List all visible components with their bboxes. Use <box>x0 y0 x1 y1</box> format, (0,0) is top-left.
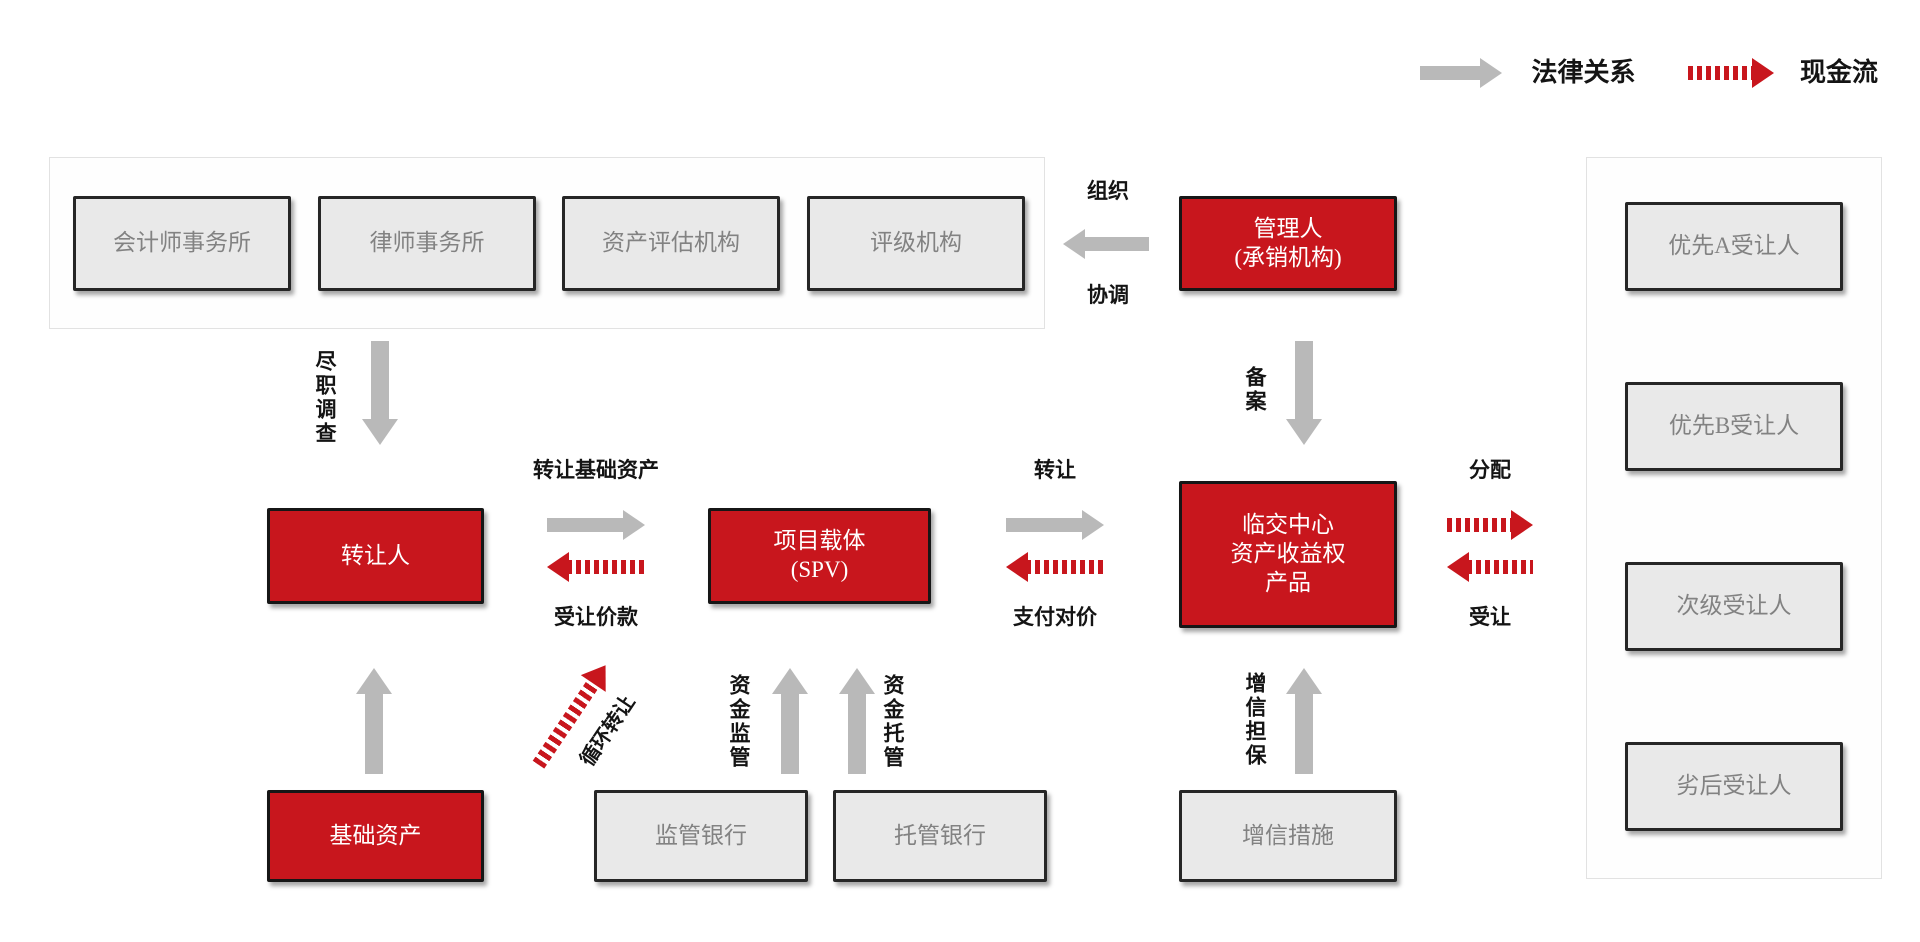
transfer-label: 转让 <box>1034 458 1076 482</box>
arrow-shaft <box>567 560 645 574</box>
accept-transfer-arrow <box>1447 552 1533 582</box>
valuation-agency-box: 资产评估机构 <box>562 196 780 291</box>
arrow-head <box>623 510 645 540</box>
spv-box: 项目载体 (SPV) <box>708 508 931 604</box>
credit-guarantee-arrow <box>1286 668 1322 774</box>
coordinate-label: 协调 <box>1087 283 1129 307</box>
accounting-firm-box: 会计师事务所 <box>73 196 291 291</box>
arrow-head <box>1286 668 1322 694</box>
senior-a-transferee-box: 优先A受让人 <box>1625 202 1843 291</box>
supervision-bank-box: 监管银行 <box>594 790 808 882</box>
arrow-shaft <box>1295 692 1313 774</box>
arrow-shaft <box>1688 66 1754 80</box>
law-firm-box: 律师事务所 <box>318 196 536 291</box>
arrow-head <box>1082 510 1104 540</box>
arrow-shaft <box>848 692 866 774</box>
arrow-head <box>839 668 875 694</box>
product-box: 临交中心 资产收益权 产品 <box>1179 481 1397 628</box>
fund-custody-arrow <box>839 668 875 774</box>
arrow-head <box>1063 229 1085 259</box>
accept-transfer-label: 受让 <box>1469 605 1511 629</box>
pay-consideration-label: 支付对价 <box>1013 605 1097 629</box>
custody-bank-box: 托管银行 <box>833 790 1047 882</box>
arrow-shaft <box>1026 560 1104 574</box>
arrow-shaft <box>1467 560 1533 574</box>
arrow-shaft <box>1295 341 1313 421</box>
arrow-head <box>1286 419 1322 445</box>
arrow-shaft <box>1083 237 1149 251</box>
arrow-head <box>356 668 392 694</box>
due-diligence-arrow <box>362 341 398 445</box>
arrow-shaft <box>365 692 383 774</box>
organize-coordinate-arrow <box>1063 229 1149 259</box>
arrow-shaft <box>1447 518 1513 532</box>
legend-cash-arrow-icon <box>1688 58 1774 88</box>
senior-b-transferee-box: 优先B受让人 <box>1625 382 1843 471</box>
organize-label: 组织 <box>1087 179 1129 203</box>
arrow-shaft <box>1006 518 1084 532</box>
legend-legal-arrow-icon <box>1420 58 1502 88</box>
underlying-asset-box: 基础资产 <box>267 790 484 882</box>
filing-label: 备案 <box>1243 366 1267 414</box>
transfer-underlying-arrow <box>547 510 645 540</box>
arrow-head <box>362 419 398 445</box>
arrow-shaft <box>371 341 389 421</box>
manager-box: 管理人 (承销机构) <box>1179 196 1397 291</box>
transfer-price-arrow <box>547 552 645 582</box>
due-diligence-label: 尽职调查 <box>313 350 337 446</box>
arrow-head <box>1511 510 1533 540</box>
underlying-asset-arrow <box>356 668 392 774</box>
fund-supervision-arrow <box>772 668 808 774</box>
arrow-head <box>1480 58 1502 88</box>
arrow-head <box>1447 552 1469 582</box>
legend-cash-label: 现金流 <box>1799 58 1878 87</box>
arrow-head <box>1752 58 1774 88</box>
arrow-shaft <box>781 692 799 774</box>
credit-guarantee-label: 增信担保 <box>1243 672 1267 768</box>
arrow-shaft <box>547 518 625 532</box>
transfer-price-label: 受让价款 <box>554 605 638 629</box>
transfer-underlying-label: 转让基础资产 <box>533 458 659 482</box>
credit-enhancement-box: 增信措施 <box>1179 790 1397 882</box>
distribution-arrow <box>1447 510 1533 540</box>
arrow-shaft <box>1420 66 1482 80</box>
fund-supervision-label: 资金监管 <box>727 674 751 770</box>
rating-agency-box: 评级机构 <box>807 196 1025 291</box>
filing-arrow <box>1286 341 1322 445</box>
mezzanine-transferee-box: 次级受让人 <box>1625 562 1843 651</box>
legend-legal-label: 法律关系 <box>1531 58 1636 87</box>
transferor-box: 转让人 <box>267 508 484 604</box>
distribution-label: 分配 <box>1469 458 1511 482</box>
arrow-head <box>1006 552 1028 582</box>
fund-custody-label: 资金托管 <box>881 674 905 770</box>
arrow-head <box>772 668 808 694</box>
transfer-arrow <box>1006 510 1104 540</box>
arrow-head <box>547 552 569 582</box>
subordinated-transferee-box: 劣后受让人 <box>1625 742 1843 831</box>
pay-consideration-arrow <box>1006 552 1104 582</box>
